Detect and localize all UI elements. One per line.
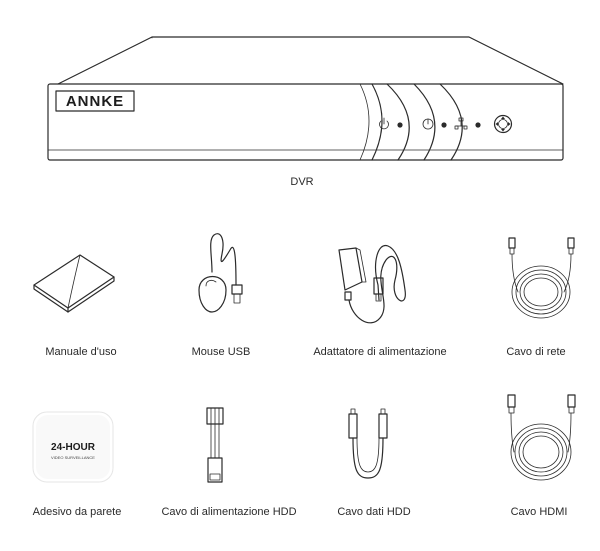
nav-button-icon bbox=[493, 114, 513, 134]
hdd-power-cable-icon bbox=[206, 407, 224, 483]
sticker-title: 24-HOUR bbox=[51, 442, 96, 453]
network-led bbox=[475, 122, 481, 128]
usb-mouse-icon bbox=[198, 233, 243, 313]
caption-hdd-data-cable: Cavo dati HDD bbox=[337, 506, 411, 518]
hdd-icon bbox=[422, 118, 434, 130]
caption-wall-sticker: Adesivo da parete bbox=[32, 506, 122, 518]
hdd-data-cable-icon bbox=[348, 408, 388, 479]
caption-network-cable: Cavo di rete bbox=[506, 346, 566, 358]
caption-hdd-power-cable: Cavo di alimentazione HDD bbox=[161, 506, 297, 518]
brand-text: ANNKE bbox=[66, 93, 124, 110]
caption-manual: Manuale d'uso bbox=[45, 346, 117, 358]
manual-icon bbox=[33, 254, 115, 313]
caption-usb-mouse: Mouse USB bbox=[191, 346, 251, 358]
dvr-caption: DVR bbox=[290, 176, 314, 188]
wall-sticker-icon: 24-HOUR VIDEO SURVEILLANCE bbox=[32, 411, 114, 483]
network-icon bbox=[454, 117, 468, 130]
hdd-led bbox=[441, 122, 447, 128]
brand-logo: ANNKE bbox=[55, 90, 135, 112]
power-led bbox=[397, 122, 403, 128]
sticker-subtitle: VIDEO SURVEILLANCE bbox=[51, 455, 95, 460]
caption-power-adapter: Adattatore di alimentazione bbox=[313, 346, 447, 358]
dvr-illustration: ANNKE bbox=[47, 36, 564, 161]
caption-hdmi-cable: Cavo HDMI bbox=[510, 506, 568, 518]
power-icon bbox=[379, 117, 389, 130]
network-cable-icon bbox=[508, 237, 575, 319]
hdmi-cable-icon bbox=[507, 394, 576, 481]
power-adapter-icon bbox=[338, 244, 406, 324]
